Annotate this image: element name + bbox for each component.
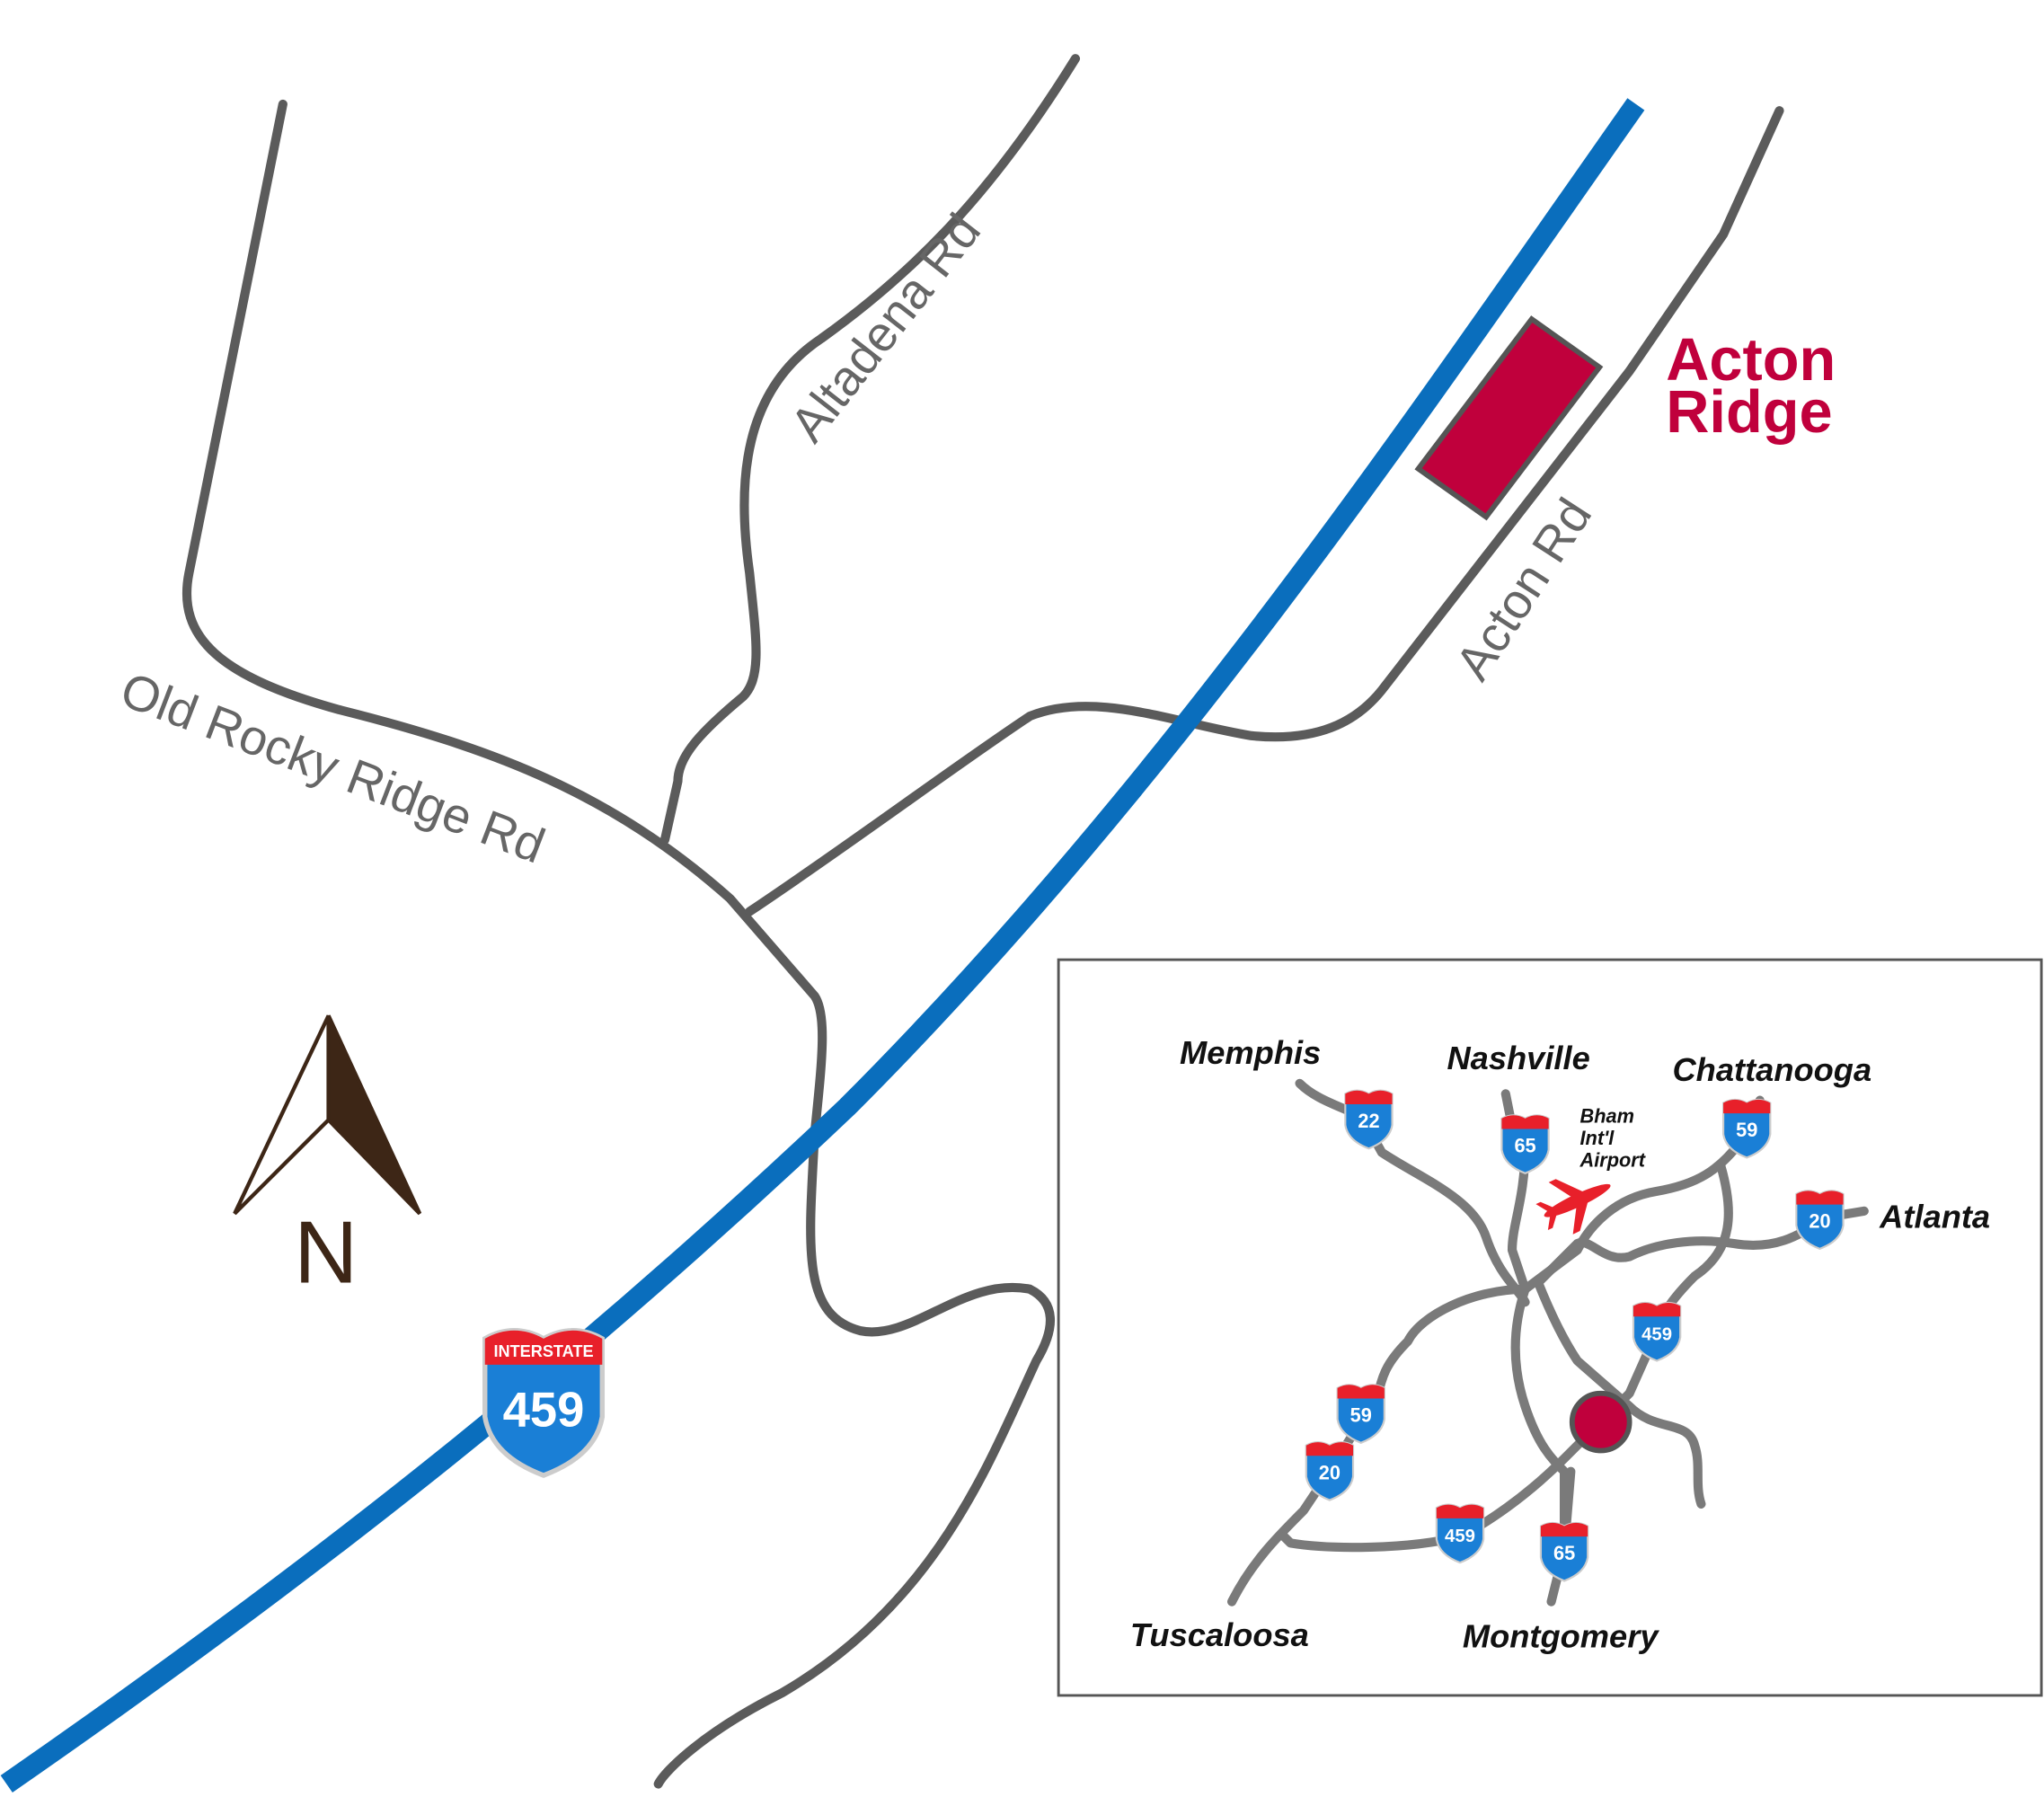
acton-ridge-site: [1414, 315, 1604, 521]
city-nashville: Nashville: [1447, 1040, 1589, 1076]
city-montgomery: Montgomery: [1463, 1617, 1659, 1654]
acton-road-label: Acton Rd: [1445, 489, 1603, 690]
interstate-459: [0, 98, 1645, 1793]
city-chattanooga: Chattanooga: [1672, 1051, 1871, 1088]
shield-i20-west: 20: [1305, 1440, 1355, 1501]
shield-i459-south: 459: [1435, 1503, 1485, 1564]
site-name-line1: Acton: [1666, 327, 1836, 394]
shield-i65-north: 65: [1500, 1114, 1550, 1174]
svg-text:20: 20: [1319, 1461, 1341, 1483]
svg-text:65: 65: [1553, 1542, 1575, 1564]
shield-i20-east: 20: [1795, 1190, 1845, 1250]
svg-text:59: 59: [1350, 1404, 1372, 1427]
airplane-icon: [1535, 1179, 1611, 1235]
svg-text:459: 459: [1445, 1527, 1475, 1546]
old-rocky-ridge-road: [181, 99, 1056, 1789]
shield-i22: 22: [1344, 1089, 1394, 1150]
city-atlanta: Atlanta: [1879, 1199, 1990, 1235]
site-name-line2: Ridge: [1666, 379, 1832, 446]
svg-text:459: 459: [503, 1383, 585, 1438]
airport-label-1: Bham: [1579, 1104, 1633, 1127]
airport-label-3: Airport: [1579, 1149, 1645, 1172]
svg-text:20: 20: [1809, 1210, 1830, 1233]
city-memphis: Memphis: [1180, 1034, 1321, 1071]
city-tuscaloosa: Tuscaloosa: [1130, 1616, 1309, 1653]
north-arrow-icon: [233, 1014, 422, 1216]
airport-label-2: Int'l: [1579, 1127, 1615, 1149]
shield-i459-east: 459: [1632, 1301, 1682, 1362]
svg-text:65: 65: [1514, 1135, 1535, 1157]
old-rocky-ridge-label: Old Rocky Ridge Rd: [113, 661, 552, 874]
shield-i65-south: 65: [1539, 1521, 1589, 1582]
shield-i59-north: 59: [1721, 1098, 1772, 1159]
svg-text:INTERSTATE: INTERSTATE: [493, 1342, 593, 1360]
svg-text:459: 459: [1641, 1324, 1672, 1344]
acton-road: [745, 106, 1784, 916]
north-label: N: [294, 1203, 358, 1302]
shield-i59-south: 59: [1336, 1384, 1385, 1444]
svg-text:59: 59: [1736, 1119, 1757, 1141]
regional-inset-map: Memphis Nashville Chattanooga Atlanta Tu…: [1057, 958, 2043, 1697]
altadena-road: [659, 54, 1081, 845]
altadena-label: Altadena Rd: [779, 203, 991, 452]
acton-ridge-marker: [1569, 1390, 1633, 1454]
interstate-459-shield: INTERSTATE 459: [485, 1331, 603, 1475]
svg-text:22: 22: [1358, 1110, 1379, 1132]
